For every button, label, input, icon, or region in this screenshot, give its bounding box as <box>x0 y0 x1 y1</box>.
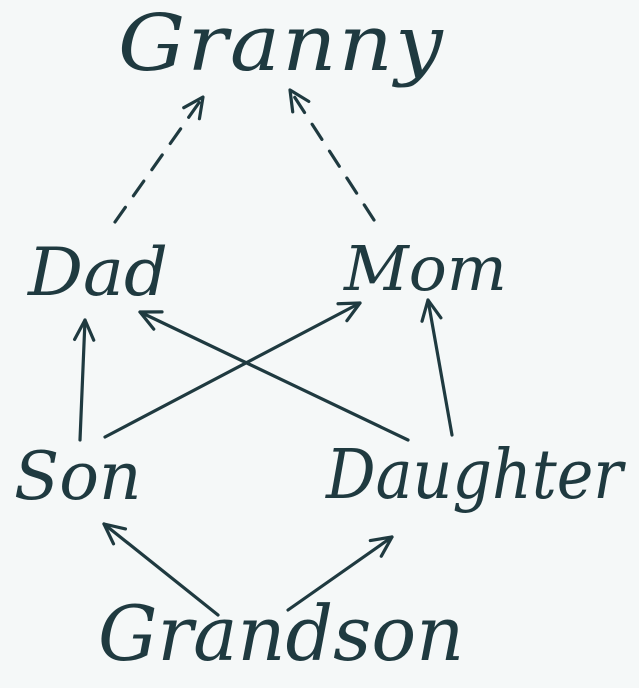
node-daughter: Daughter <box>326 436 623 515</box>
edge-daughter-to-dad <box>138 310 410 442</box>
edge-dad-to-granny <box>113 95 205 224</box>
arrowhead-grandson-to-son <box>102 522 128 546</box>
edge-mom-to-granny <box>288 88 376 222</box>
arrowhead-daughter-to-mom <box>420 298 443 323</box>
arrowhead-dad-to-granny <box>182 95 205 121</box>
edge-grandson-to-son <box>102 522 220 617</box>
edge-son-to-dad <box>78 318 87 442</box>
node-granny: Granny <box>118 0 445 89</box>
arrowhead-son-to-dad <box>73 318 96 342</box>
arrowhead-mom-to-granny <box>288 88 311 114</box>
arrowhead-son-to-mom <box>336 301 362 323</box>
edge-daughter-to-mom <box>426 298 454 437</box>
arrowhead-daughter-to-dad <box>138 310 164 331</box>
edge-son-to-mom <box>103 301 362 439</box>
node-grandson: Grandson <box>98 589 465 678</box>
edge-grandson-to-daughter <box>286 535 394 612</box>
node-son: Son <box>14 438 142 515</box>
node-mom: Mom <box>344 232 507 305</box>
node-dad: Dad <box>28 234 168 311</box>
arrowhead-grandson-to-daughter <box>368 535 394 558</box>
